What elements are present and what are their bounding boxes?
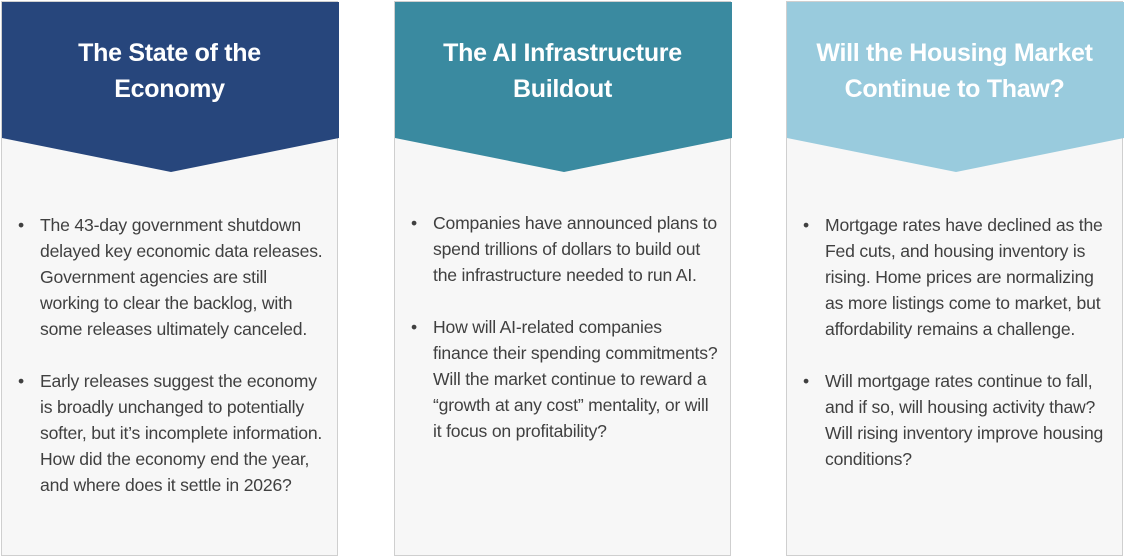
list-item: Mortgage rates have declined as the Fed … [803, 212, 1112, 342]
card-title: Will the Housing Market Continue to Thaw… [816, 39, 1093, 103]
card-title: The AI Infrastructure Buildout [443, 39, 682, 103]
card-housing-market: Will the Housing Market Continue to Thaw… [786, 1, 1124, 556]
list-item: The 43-day government shutdown delayed k… [18, 212, 327, 342]
bullet-list: The 43-day government shutdown delayed k… [2, 212, 337, 524]
bullet-list: Companies have announced plans to spend … [395, 210, 730, 470]
list-item: How will AI-related companies finance th… [411, 314, 720, 444]
header-chevron [395, 2, 732, 172]
card-ai-infrastructure: The AI Infrastructure Buildout Companies… [394, 1, 732, 556]
list-item: Companies have announced plans to spend … [411, 210, 720, 288]
header-chevron [2, 2, 339, 172]
card-title: The State of the Economy [78, 39, 261, 103]
card-state-of-economy: The State of the Economy The 43-day gove… [1, 1, 339, 556]
header-chevron [787, 2, 1124, 172]
list-item: Early releases suggest the economy is br… [18, 368, 327, 498]
bullet-list: Mortgage rates have declined as the Fed … [787, 212, 1122, 498]
list-item: Will mortgage rates continue to fall, an… [803, 368, 1112, 472]
